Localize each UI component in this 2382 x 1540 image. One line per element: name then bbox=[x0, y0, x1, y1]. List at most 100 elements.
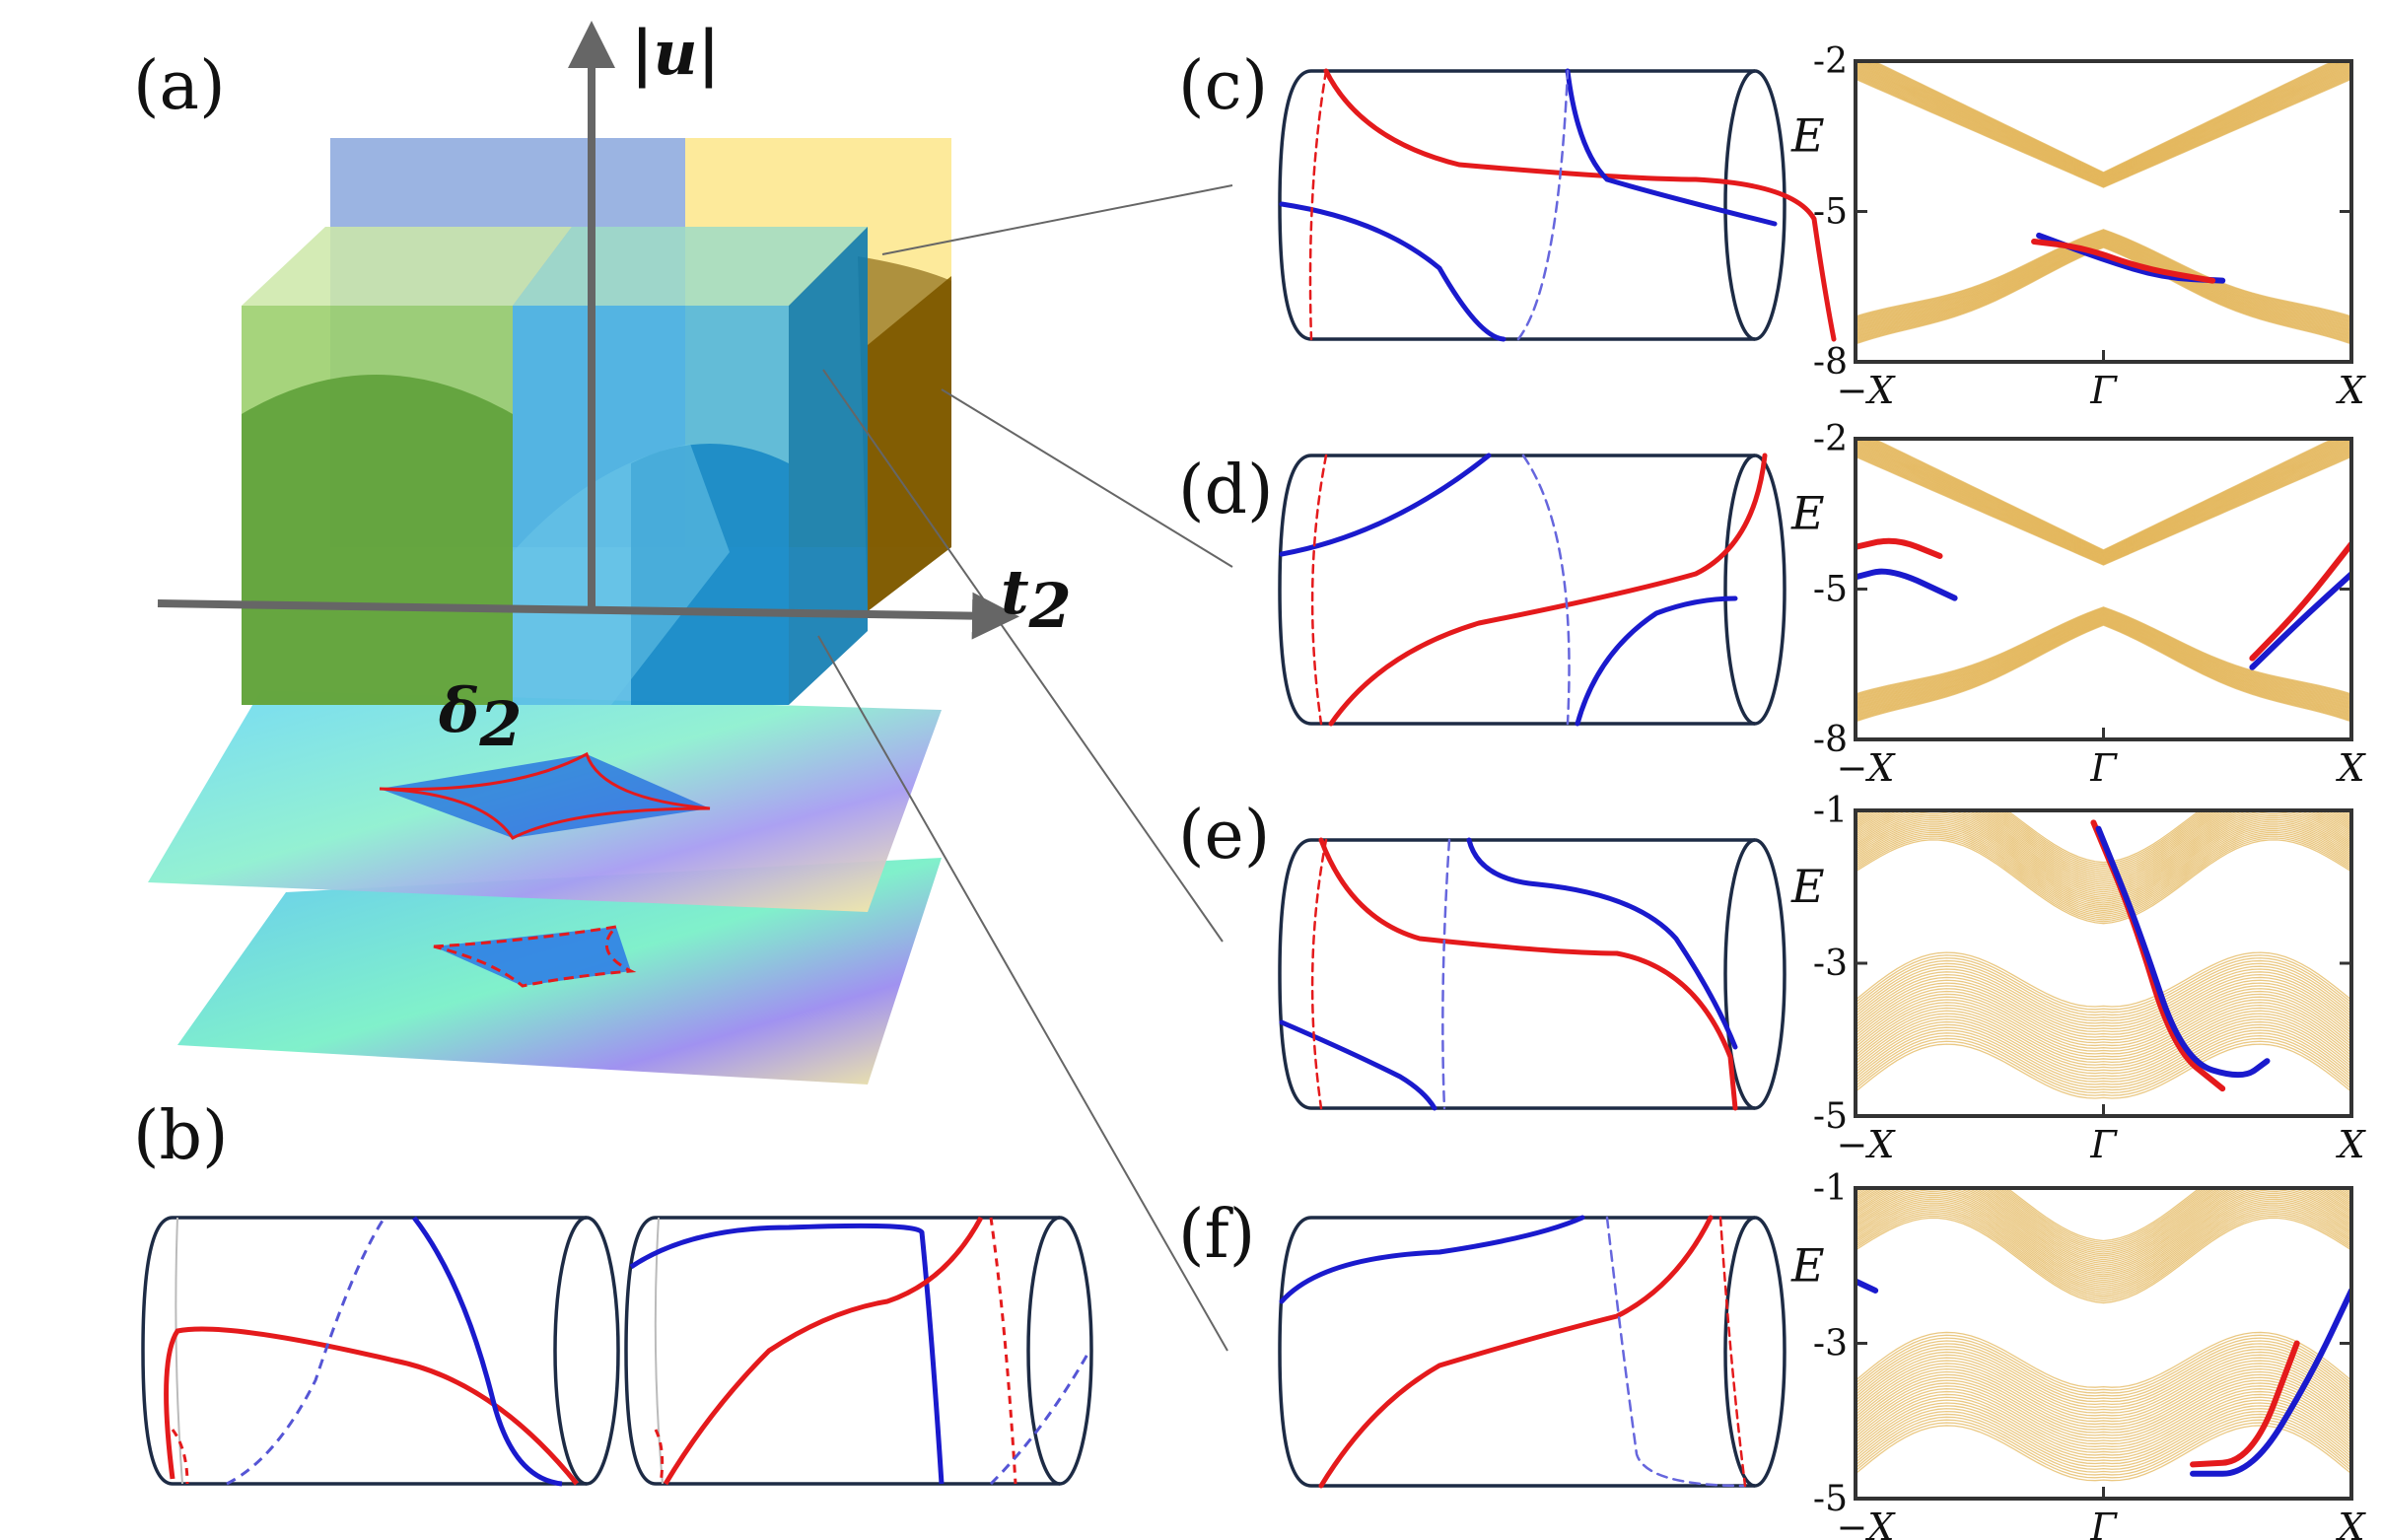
t2-axis bbox=[157, 592, 1019, 640]
bulk-band-line bbox=[1856, 810, 2351, 875]
delta2-axis-label: δ2 bbox=[438, 674, 523, 760]
bulk-band-line bbox=[1856, 439, 2351, 551]
bulk-band-line bbox=[1856, 810, 2351, 895]
bulk-band-line bbox=[1856, 1034, 2351, 1091]
bulk-band-line bbox=[1856, 61, 2351, 174]
bulk-band-line bbox=[1856, 1188, 2351, 1263]
bulk-band-line bbox=[1856, 951, 2351, 1008]
bulk-band-line bbox=[1856, 965, 2351, 1021]
bulk-band-line bbox=[1856, 1015, 2351, 1072]
y-tick-label: -3 bbox=[1813, 944, 1848, 984]
edge-state-curve bbox=[1718, 1216, 1747, 1488]
bulk-band-line bbox=[1856, 1388, 2351, 1445]
edge-state-curve bbox=[1565, 68, 1778, 227]
edge-state-curve bbox=[1279, 1019, 1437, 1111]
bulk-band-line bbox=[1856, 623, 2351, 721]
edge-state-curve bbox=[1328, 453, 1768, 727]
edge-state-curve bbox=[1323, 68, 1837, 342]
y-tick-label: -1 bbox=[1813, 1168, 1848, 1209]
bulk-band-line bbox=[1856, 1213, 2351, 1300]
bulk-band-line bbox=[1856, 837, 2351, 923]
bulk-band-line bbox=[1856, 623, 2351, 722]
x-tick-label: −X bbox=[1837, 746, 1897, 790]
bulk-band-line bbox=[1856, 63, 2351, 180]
bulk-band-line bbox=[1856, 1379, 2351, 1436]
bulk-band-line bbox=[1856, 1370, 2351, 1428]
bulk-band-line bbox=[1856, 439, 2351, 557]
bulk-band-line bbox=[1856, 439, 2351, 554]
bulk-band-line bbox=[1856, 1200, 2351, 1288]
bulk-band-line bbox=[1856, 443, 2351, 559]
bulk-band-line bbox=[1856, 622, 2351, 721]
panel-label-b: (b) bbox=[133, 1097, 229, 1175]
band-plot-area bbox=[1856, 1188, 2351, 1482]
t2-axis-label: t2 bbox=[1001, 556, 1072, 642]
bulk-band-line bbox=[1856, 1018, 2351, 1075]
cylinder-end-cap bbox=[1723, 838, 1786, 1110]
band-plot-area bbox=[1856, 439, 2351, 723]
x-tick-label: Γ bbox=[2089, 746, 2118, 790]
edge-state-curve bbox=[1466, 837, 1738, 1050]
bulk-band-line bbox=[1856, 1210, 2351, 1296]
bulk-band-line bbox=[1856, 1354, 2351, 1411]
bulk-band-line bbox=[1856, 1334, 2351, 1391]
cylinder-f bbox=[1278, 1215, 1786, 1489]
y-tick-label: -5 bbox=[1813, 192, 1848, 233]
panel-label-c: (c) bbox=[1178, 47, 1268, 125]
bulk-band-line bbox=[1856, 61, 2351, 175]
bulk-band-line bbox=[1856, 822, 2351, 908]
bulk-band-line bbox=[1856, 61, 2351, 178]
upper-sheet-boundary bbox=[379, 751, 711, 840]
bulk-band-line bbox=[1856, 1217, 2351, 1304]
edge-state-curve bbox=[1521, 454, 1571, 726]
edge-state-band bbox=[1856, 568, 1958, 601]
bulk-band-line bbox=[1856, 1215, 2351, 1302]
bulk-band-line bbox=[1856, 439, 2351, 555]
bulk-band-line bbox=[1856, 988, 2351, 1044]
bulk-band-line bbox=[1856, 1188, 2351, 1257]
edge-state-curve bbox=[1575, 595, 1738, 727]
bulk-band-line bbox=[1856, 440, 2351, 557]
lower-sheet-boundary bbox=[433, 924, 637, 988]
bulk-band-line bbox=[1856, 810, 2351, 885]
bulk-band-line bbox=[1856, 831, 2351, 917]
bulk-band-line bbox=[1856, 1396, 2351, 1453]
bulk-band-line bbox=[1856, 1206, 2351, 1293]
bulk-band-line bbox=[1856, 1385, 2351, 1442]
bulk-band-line bbox=[1856, 441, 2351, 558]
y-axis-label: E bbox=[1790, 1239, 1825, 1293]
bulk-band-line bbox=[1856, 1040, 2351, 1096]
panel-label-f: (f) bbox=[1178, 1196, 1255, 1274]
bulk-band-line bbox=[1856, 61, 2351, 177]
bulk-band-line bbox=[1856, 1188, 2351, 1242]
bulk-band-line bbox=[1856, 810, 2351, 893]
bulk-band-line bbox=[1856, 810, 2351, 889]
bulk-band-line bbox=[1856, 1010, 2351, 1066]
bulk-band-line bbox=[1856, 1188, 2351, 1274]
panel-label-d: (d) bbox=[1178, 452, 1274, 529]
x-tick-label: Γ bbox=[2089, 369, 2118, 412]
bulk-band-line bbox=[1856, 61, 2351, 175]
bulk-band-line bbox=[1856, 818, 2351, 904]
bulk-band-line bbox=[1856, 1026, 2351, 1083]
bulk-band-line bbox=[1856, 64, 2351, 180]
band-plot-area bbox=[1856, 61, 2351, 345]
bulk-band-line bbox=[1856, 439, 2351, 556]
edge-state-curve bbox=[1318, 1215, 1714, 1489]
u-axis-label: |u| bbox=[631, 17, 720, 89]
edge-state-band bbox=[2031, 239, 2216, 284]
bulk-band-line bbox=[1856, 246, 2351, 345]
bulk-band-line bbox=[1856, 814, 2351, 900]
bulk-band-line bbox=[1856, 1007, 2351, 1063]
bulk-band-line bbox=[1856, 446, 2351, 561]
bulk-band-line bbox=[1856, 1365, 2351, 1423]
bulk-band-line bbox=[1856, 810, 2351, 866]
bulk-band-line bbox=[1856, 1023, 2351, 1080]
bulk-band-line bbox=[1856, 439, 2351, 556]
bulk-band-line bbox=[1856, 1188, 2351, 1253]
cylinder-end-cap bbox=[1723, 69, 1786, 341]
bulk-band-line bbox=[1856, 1194, 2351, 1282]
bulk-band-line bbox=[1856, 1337, 2351, 1394]
